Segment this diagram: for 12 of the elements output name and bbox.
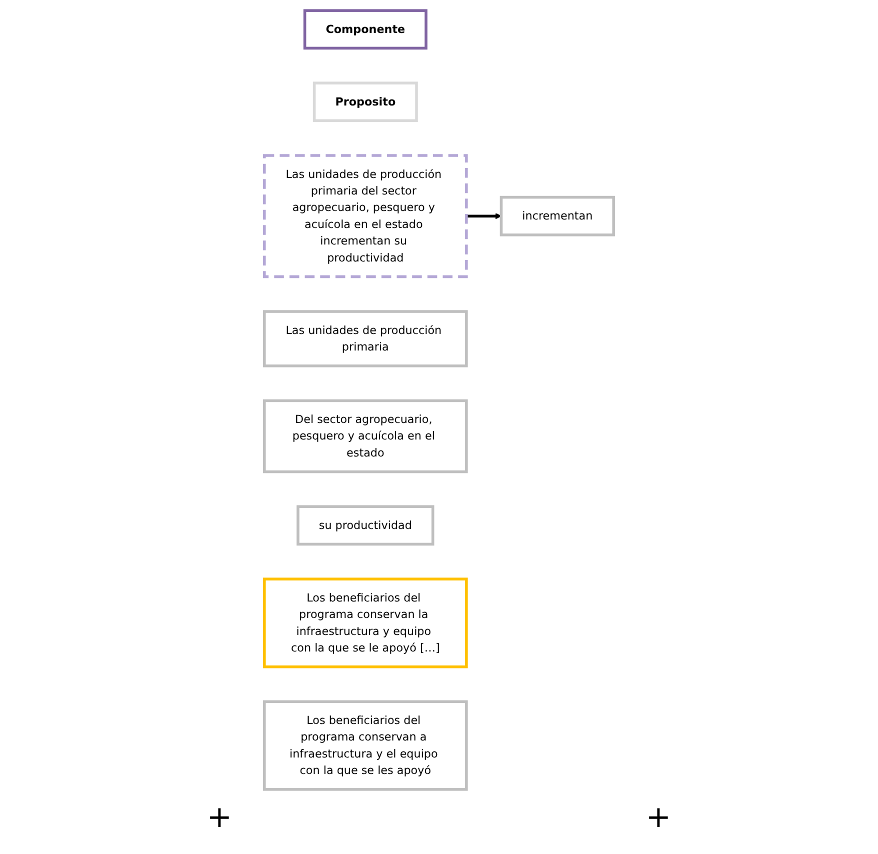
node-box: incrementan bbox=[500, 196, 615, 236]
node-box: Las unidades de producción primaria del sector agropecuario, pesquero y acuícola en el estado incrementan su productividad bbox=[263, 154, 468, 278]
node-box: Los beneficiarios del programa conservan la infraestructura y equipo con la que se le apoyó […] bbox=[263, 578, 468, 668]
node-box: Proposito bbox=[312, 82, 418, 122]
node-box: Componente bbox=[303, 9, 428, 50]
arrow bbox=[466, 213, 502, 220]
node-box: su productividad bbox=[296, 505, 434, 546]
node-box: Los beneficiarios del programa conservan a infraestructura y el equipo con la que se les apoyó bbox=[263, 700, 468, 791]
plus-sign: + bbox=[206, 800, 232, 835]
plus-sign: + bbox=[646, 800, 672, 835]
node-box: Las unidades de producción primaria bbox=[263, 310, 468, 368]
node-box: Del sector agropecuario, pesquero y acuícola en el estado bbox=[263, 399, 468, 474]
